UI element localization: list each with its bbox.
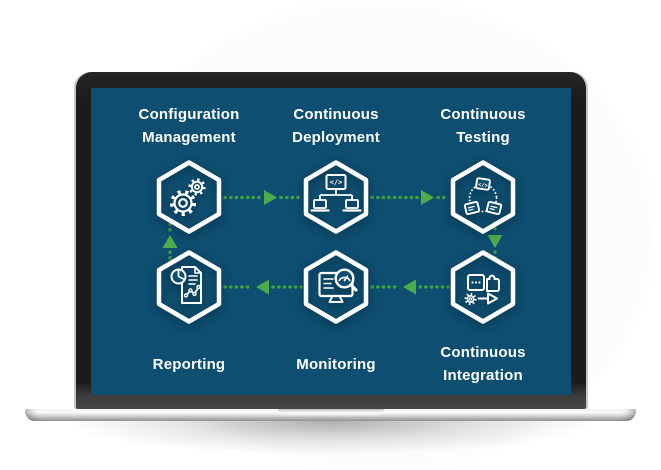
- gears-icon: [170, 178, 206, 216]
- devops-diagram-screen: Configuration Management Continuous Depl…: [91, 88, 571, 395]
- hexagon-continuous-deployment: </>: [303, 160, 369, 234]
- label-line: Continuous: [440, 344, 526, 361]
- hexagon-continuous-integration: [450, 250, 516, 324]
- laptop-bezel: Configuration Management Continuous Depl…: [76, 72, 586, 409]
- label-configuration-management: Configuration Management: [109, 100, 269, 152]
- laptop-base-notch: [277, 409, 384, 416]
- hexagon-monitoring: [303, 250, 369, 324]
- label-line: Configuration: [138, 106, 240, 123]
- puzzle-gear-icon: [464, 274, 500, 306]
- label-line: Reporting: [152, 355, 226, 373]
- label-line: Integration: [443, 367, 523, 384]
- label-reporting: Reporting: [109, 340, 269, 388]
- hexagon-reporting: [156, 250, 222, 324]
- label-line: Deployment: [292, 129, 380, 146]
- laptop-base: [25, 409, 636, 421]
- label-line: Testing: [456, 129, 510, 146]
- arrowhead-up-icon: [162, 235, 178, 248]
- label-continuous-integration: Continuous Integration: [403, 340, 563, 388]
- label-continuous-testing: Continuous Testing: [403, 100, 563, 152]
- arrowhead-right-icon: [264, 190, 277, 205]
- arrowhead-left-icon: [256, 279, 269, 295]
- report-chart-icon: [170, 266, 202, 304]
- svg-text:</>: </>: [330, 179, 343, 187]
- arrowhead-left-icon: [403, 279, 416, 295]
- label-line: Management: [142, 129, 236, 146]
- arrowhead-right-icon: [421, 190, 434, 205]
- code-cycle-icon: </>: [463, 177, 503, 216]
- arrowhead-down-icon: [487, 235, 503, 248]
- hexagon-configuration-management: [156, 160, 222, 234]
- label-line: Continuous: [293, 106, 379, 123]
- label-monitoring: Monitoring: [256, 340, 416, 388]
- laptop-mockup: Configuration Management Continuous Depl…: [25, 72, 636, 421]
- label-line: Continuous: [440, 106, 526, 123]
- label-line: Monitoring: [296, 355, 376, 373]
- hexagon-continuous-testing: </>: [450, 160, 516, 234]
- svg-text:</>: </>: [477, 182, 488, 189]
- deployment-network-icon: </>: [310, 174, 362, 212]
- monitor-magnifier-icon: [318, 268, 358, 303]
- label-continuous-deployment: Continuous Deployment: [256, 100, 416, 152]
